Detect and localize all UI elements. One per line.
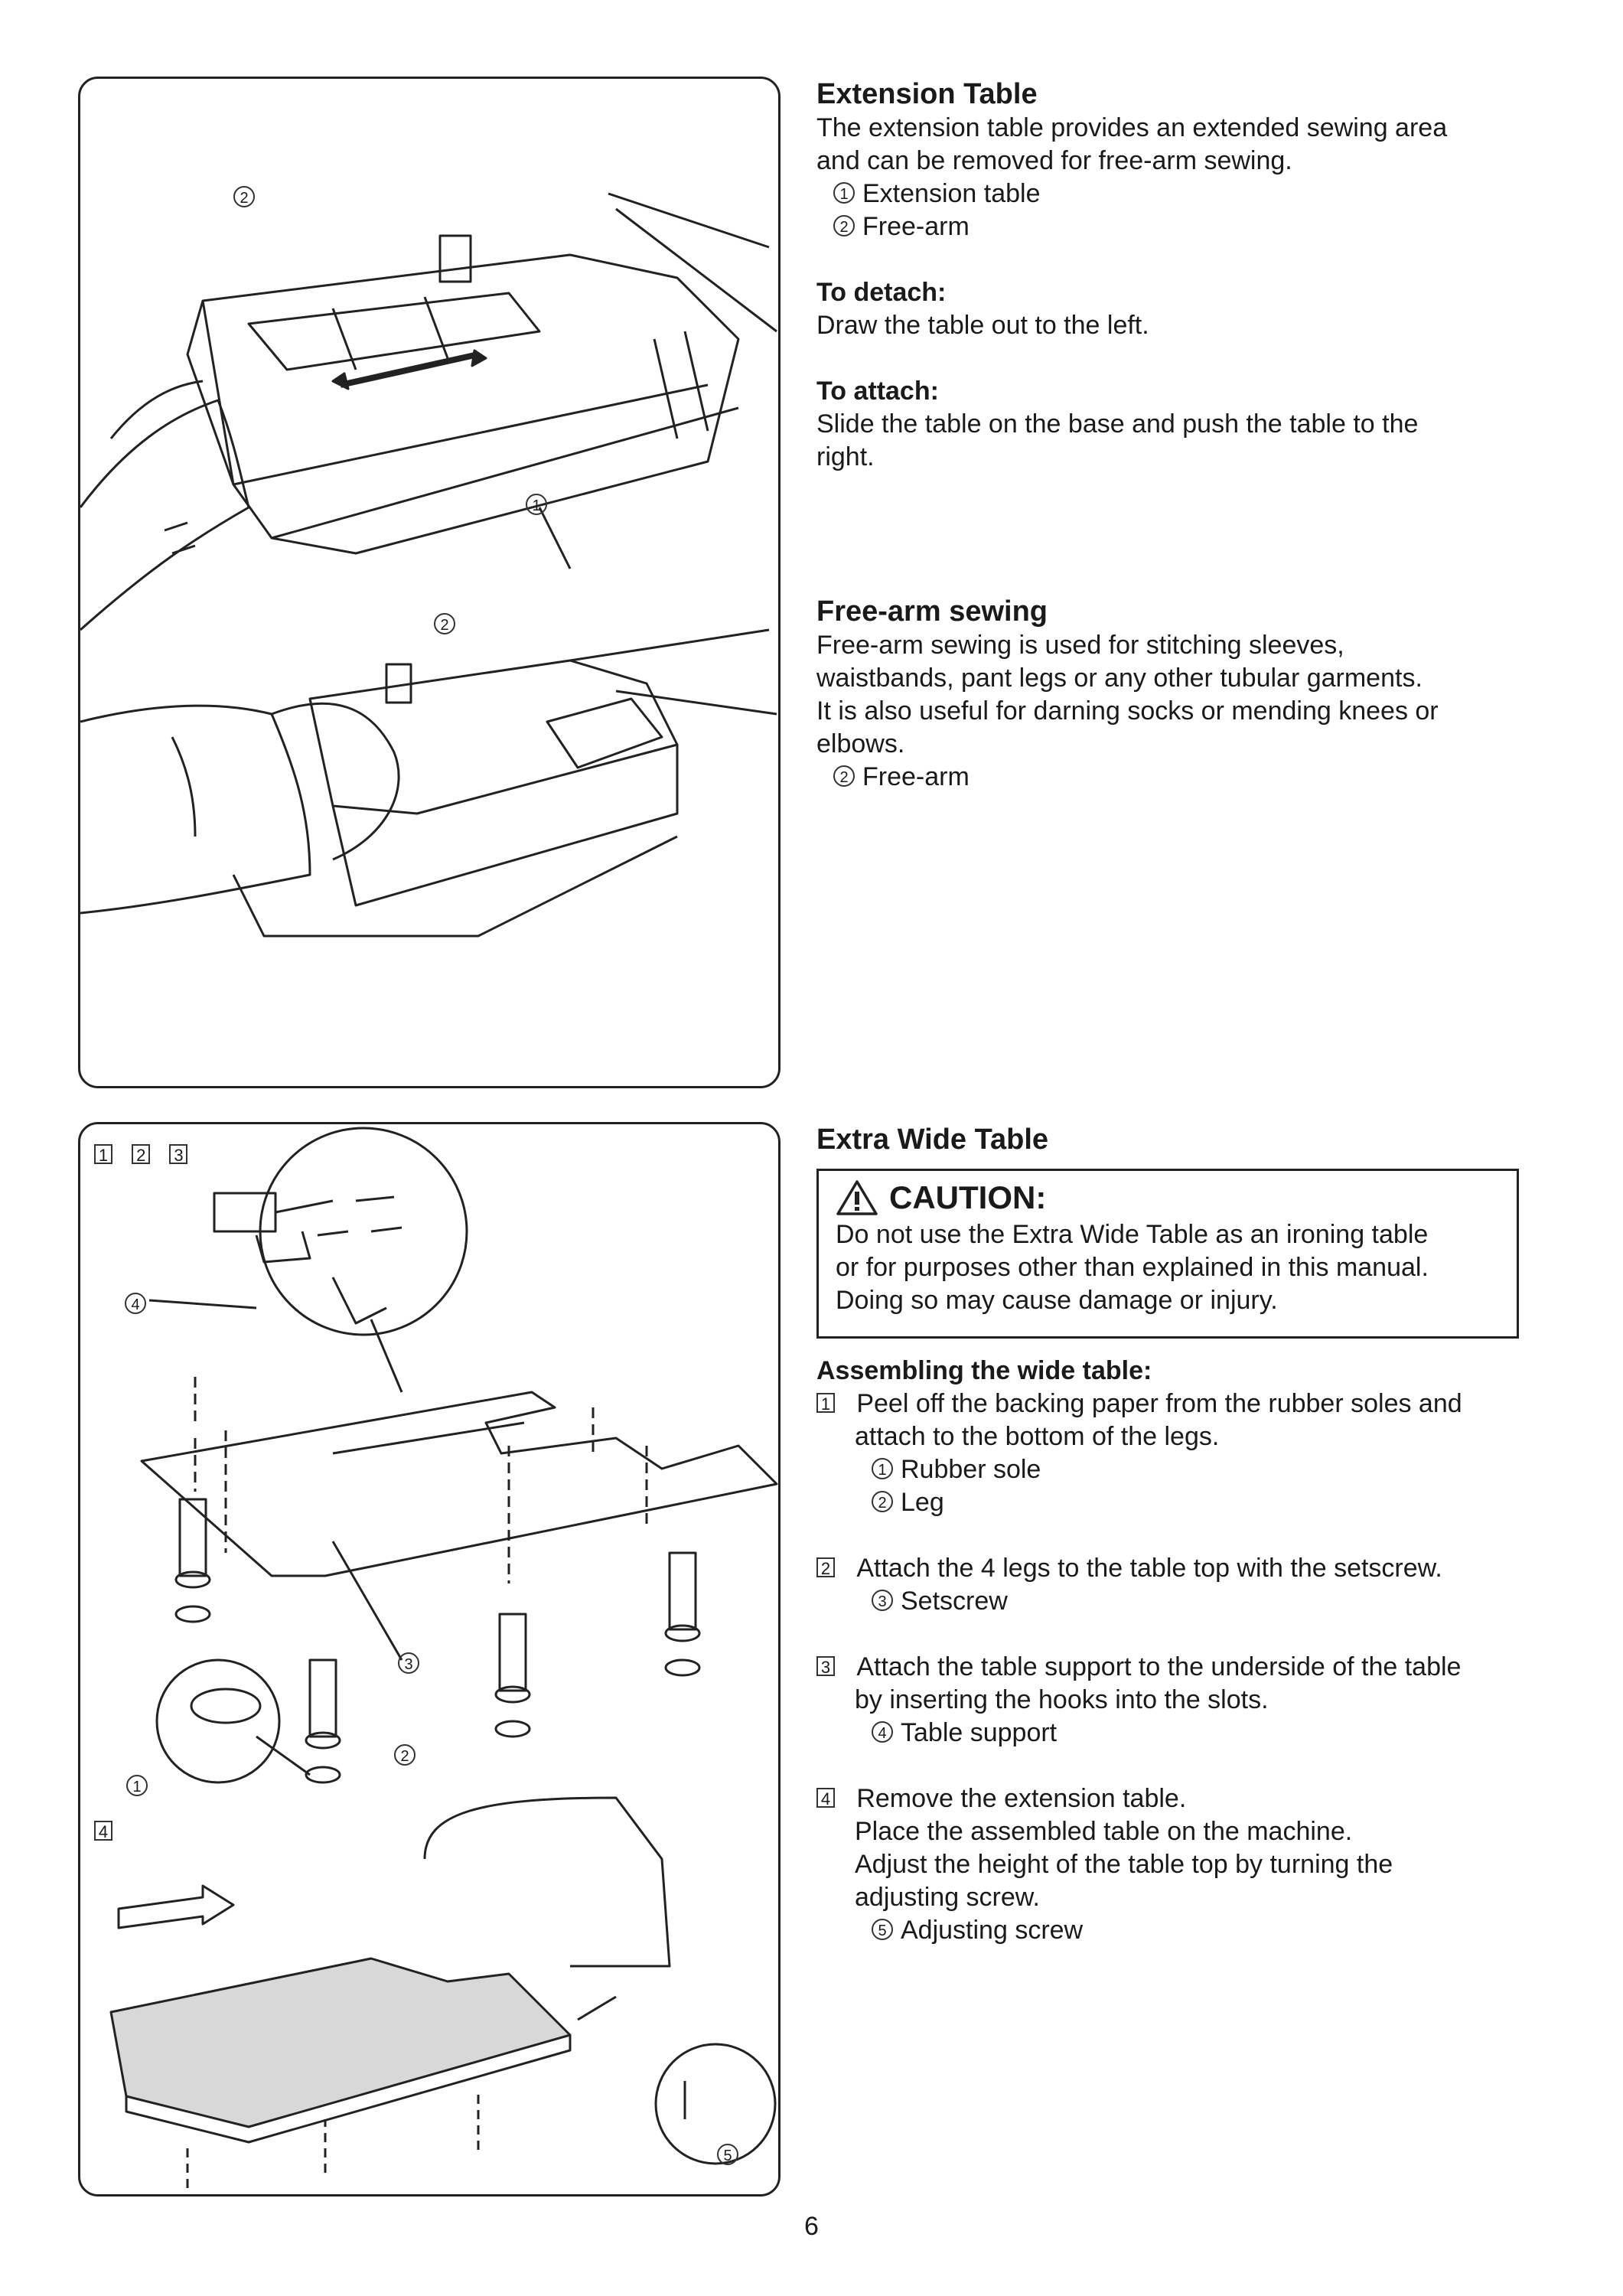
wide-table-drawing [109,1127,778,2188]
step-4-line-3: Adjust the height of the table top by tu… [855,1850,1393,1879]
step-3-marker: 3 [169,1144,188,1165]
step-4-line-2: Place the assembled table on the machine… [855,1817,1353,1846]
free-arm-section: Free-arm sewing Free-arm sewing is used … [816,594,1582,794]
wide-table-illustration: 1 2 3 4 3 2 1 4 5 [78,1122,781,2197]
step-1-marker: 1 [94,1144,112,1165]
callout-1-marker: 1 [526,494,547,515]
sewing-machine-drawing [80,192,777,938]
caution-line-1: Do not use the Extra Wide Table as an ir… [836,1220,1429,1249]
extension-intro-line-2: and can be removed for free-arm sewing. [816,146,1292,175]
step-1-line-2: attach to the bottom of the legs. [855,1422,1220,1451]
attach-line-2: right. [816,442,875,471]
callout-3-marker: 3 [398,1652,419,1674]
wide-table-title: Extra Wide Table [816,1124,1049,1156]
step-4-line-4: adjusting screw. [855,1883,1040,1912]
extension-table-illustration: 2 1 2 [78,77,781,1088]
free-arm-title: Free-arm sewing [816,595,1048,628]
detach-title: To detach: [816,278,947,307]
caution-line-2: or for purposes other than explained in … [836,1253,1429,1282]
step-3-line-2: by inserting the hooks into the slots. [855,1685,1269,1714]
step-4-line-1: 4 Remove the extension table. [816,1782,1582,1815]
page-number: 6 [804,2212,819,2241]
step-3-line-1: 3 Attach the table support to the unders… [816,1651,1582,1684]
caution-line-3: Doing so may cause damage or injury. [836,1286,1278,1315]
caution-title: CAUTION: [889,1179,1047,1215]
warning-triangle-icon [836,1180,878,1215]
free-arm-line-1: Free-arm sewing is used for stitching sl… [816,631,1344,660]
step-4-marker: 4 [94,1821,112,1841]
assembling-title: Assembling the wide table: [816,1356,1152,1385]
assembling-section: Assembling the wide table: 1 Peel off th… [816,1355,1582,1947]
step-1-line-1: 1 Peel off the backing paper from the ru… [816,1388,1582,1420]
callout-4-marker: 4 [125,1293,146,1314]
step-2-marker: 2 [132,1144,151,1165]
callout-2-marker-lower: 2 [434,613,455,634]
callout-2-marker: 2 [233,186,255,207]
extension-intro-line-1: The extension table provides an extended… [816,113,1448,142]
caution-heading: CAUTION: [836,1177,1500,1218]
step-2-line-1: 2 Attach the 4 legs to the table top wit… [816,1552,1582,1585]
callout-5-marker: 5 [717,2144,738,2165]
callout-1-marker-sole: 1 [126,1775,148,1796]
extension-table-section: Extension Table The extension table prov… [816,77,1582,474]
attach-title: To attach: [816,377,939,406]
wide-table-title-block: Extra Wide Table [816,1122,1582,1157]
detach-text: Draw the table out to the left. [816,311,1149,340]
free-arm-line-4: elbows. [816,729,905,758]
free-arm-line-2: waistbands, pant legs or any other tubul… [816,664,1423,693]
attach-line-1: Slide the table on the base and push the… [816,409,1419,439]
extension-title: Extension Table [816,78,1038,110]
callout-2-marker-leg: 2 [394,1744,416,1766]
free-arm-line-3: It is also useful for darning socks or m… [816,696,1439,726]
caution-box: CAUTION: Do not use the Extra Wide Table… [816,1169,1519,1339]
